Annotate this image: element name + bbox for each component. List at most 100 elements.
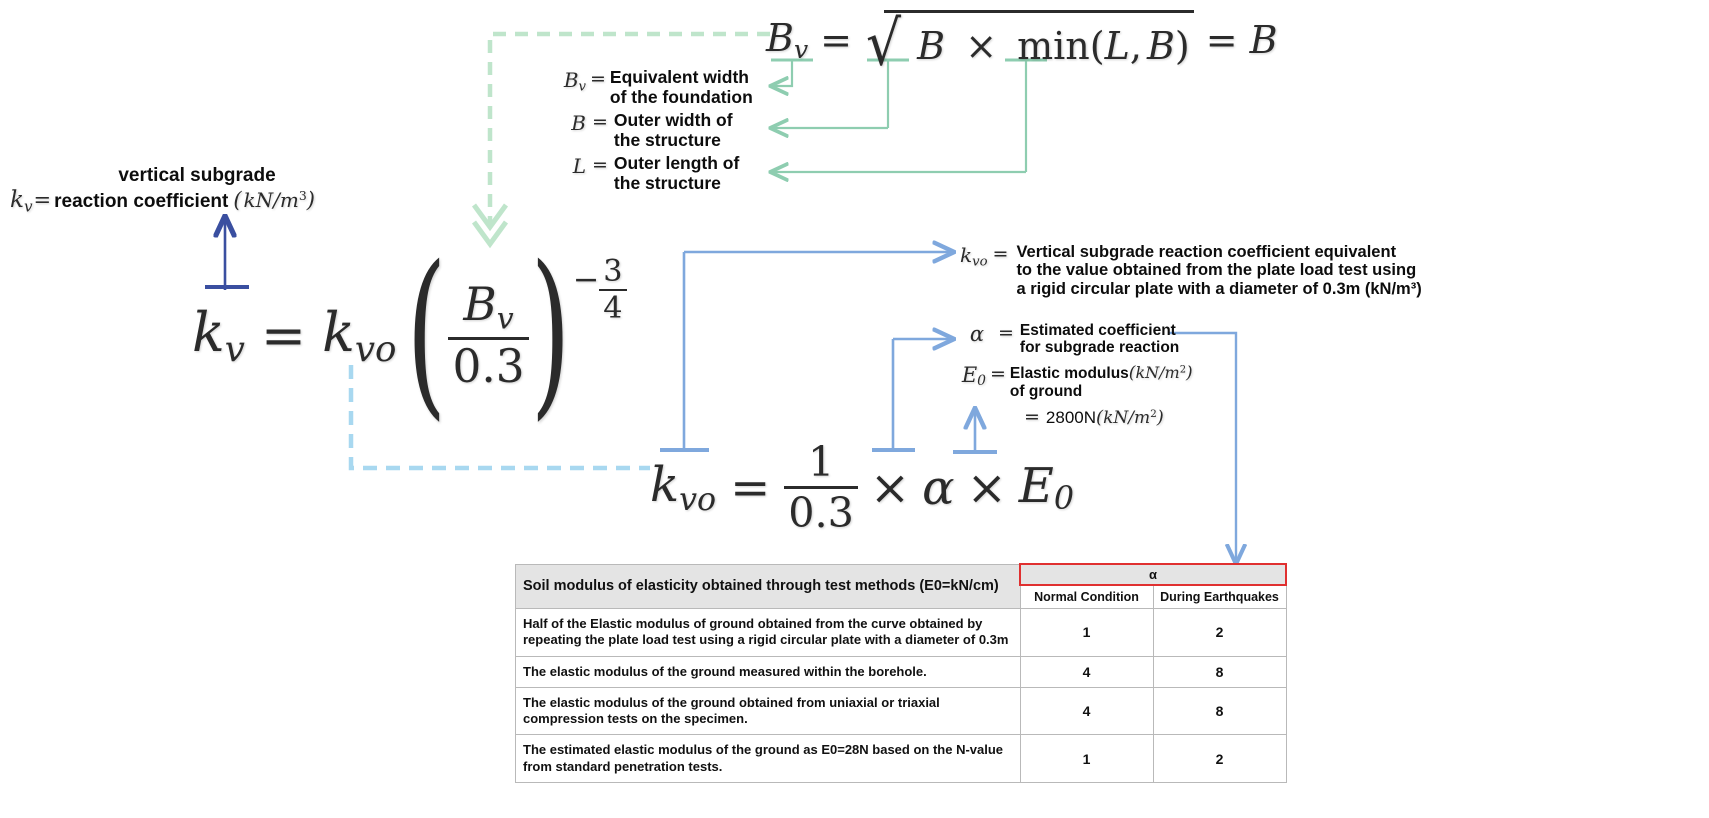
paren-close: ) <box>530 229 571 438</box>
e0-value-row: = 2800N ( kN/m2 ) <box>952 406 1193 428</box>
kvo-definition-line3: a rigid circular plate with a diameter o… <box>1016 279 1422 298</box>
kv-unit-close: ) <box>306 188 315 213</box>
bv-formula: Bv = √ B × min(L,B) = B <box>766 7 1278 79</box>
table-row: The elastic modulus of the ground measur… <box>515 655 1287 688</box>
kvo-formula-equals: = <box>730 459 771 516</box>
definition-bv-text: Equivalent width of the foundation <box>609 67 753 107</box>
square-root: √ B × min(L,B) <box>864 7 1194 79</box>
table-header-row-2: Normal Condition During Earthquakes <box>516 584 1287 609</box>
alpha-definition-equals: = <box>998 322 1014 344</box>
table-cell-earthquake: 8 <box>1152 686 1287 736</box>
paren-open: ( <box>406 229 447 438</box>
table-cell-earthquake: 8 <box>1152 655 1287 688</box>
table-cell-description: The elastic modulus of the ground measur… <box>515 655 1021 688</box>
e0-definition-row: E0 = Elastic modulus ( kN/m2 ) of ground <box>952 363 1193 400</box>
kvo-alpha: α <box>922 459 955 516</box>
radicand-b: B <box>917 24 946 68</box>
definition-b: B = Outer width of the structure <box>552 110 753 150</box>
definition-bv-equals: = <box>590 68 606 90</box>
e0-value-equals: = <box>1024 406 1040 429</box>
definition-b-symbol: B <box>571 111 586 136</box>
alpha-definition-symbol: α <box>969 322 985 346</box>
e0-unit-close: ) <box>1186 363 1193 383</box>
definition-b-text: Outer width of the structure <box>613 110 733 150</box>
kv-unit: kN/m3 <box>243 188 307 213</box>
bv-formula-lhs: Bv <box>766 15 809 64</box>
table-header-normal-condition: Normal Condition <box>1019 584 1154 609</box>
kvo-definition-equals: = <box>992 243 1009 265</box>
min-close-paren: ) <box>1174 24 1190 68</box>
radicand: B × min(L,B) <box>913 24 1194 68</box>
alpha-coefficient-table: Soil modulus of elasticity obtained thro… <box>515 563 1287 783</box>
alpha-definition-text: Estimated coefficient for subgrade react… <box>1020 322 1179 357</box>
main-formula-kvo: kvo <box>322 301 397 370</box>
bv-over-03-fraction: Bv 0.3 <box>448 278 529 393</box>
table-cell-normal: 4 <box>1019 655 1154 688</box>
e0-unit-open: ( <box>1128 363 1136 383</box>
table-cell-earthquake: 2 <box>1152 608 1287 657</box>
table-cell-earthquake: 2 <box>1152 734 1287 783</box>
one-over-03-fraction: 1 0.3 <box>784 438 858 537</box>
e0-definition-symbol: E0 <box>961 363 986 390</box>
exponent-denominator: 4 <box>599 289 627 326</box>
definition-l-equals: = <box>592 154 608 177</box>
table-header-alpha: α <box>1019 563 1287 586</box>
kvo-times-2: × <box>966 459 1007 516</box>
kvo-fraction-denominator: 0.3 <box>784 486 858 537</box>
table-cell-normal: 1 <box>1019 608 1154 657</box>
table-body: Half of the Elastic modulus of ground ob… <box>515 608 1287 783</box>
definition-b-equals: = <box>592 111 608 134</box>
e0-value-unit-open: ( <box>1096 407 1104 429</box>
exponent-numerator: 3 <box>603 254 623 289</box>
e0-definition-equals: = <box>990 363 1006 385</box>
kvo-times-1: × <box>869 459 911 516</box>
main-formula: kv = kvo ( Bv 0.3 ) − 3 4 <box>192 229 627 438</box>
blue-connector-kvo <box>660 252 952 452</box>
e0-definition-line1: Elastic modulus <box>1009 365 1129 382</box>
e0-value-unit: kN/m2 <box>1103 408 1157 429</box>
times-sign: × <box>965 24 998 68</box>
kv-label-symbol: kv <box>10 187 33 216</box>
main-formula-equals: = <box>260 304 307 367</box>
min-arg-b: B <box>1146 24 1175 68</box>
blue-connector-alpha <box>872 339 952 452</box>
e0-definition-text: Elastic modulus ( kN/m2 ) of ground <box>1010 363 1193 400</box>
main-formula-lhs: kv <box>192 301 245 370</box>
table-cell-description: The elastic modulus of the ground obtain… <box>515 686 1021 736</box>
e0-value-unit-close: ) <box>1156 407 1164 429</box>
kvo-definition-block: kvo = Vertical subgrade reaction coeffic… <box>960 243 1422 298</box>
kv-label-line1: vertical subgrade <box>118 165 276 186</box>
definition-l-symbol: L <box>572 154 586 179</box>
exponent-block: − 3 4 <box>573 254 627 326</box>
e0-definition-line2: of ground <box>1009 383 1083 400</box>
kv-label-line2: reaction coefficient <box>54 191 229 213</box>
bv-result-equals: = <box>1205 18 1238 62</box>
fraction-numerator: Bv <box>463 278 514 337</box>
table-header-description: Soil modulus of elasticity obtained thro… <box>515 563 1021 609</box>
green-connector-l <box>772 58 1047 172</box>
radical-bar <box>883 10 1194 13</box>
alpha-definition-line2: for subgrade reaction <box>1019 339 1180 357</box>
definition-bv: Bv = Equivalent width of the foundation <box>552 67 753 107</box>
bv-formula-equals: = <box>820 18 852 62</box>
e0-definition-block: E0 = Elastic modulus ( kN/m2 ) of ground… <box>952 363 1193 428</box>
kvo-definition-text: Vertical subgrade reaction coefficient e… <box>1016 243 1421 298</box>
min-arg-l: L <box>1104 24 1130 68</box>
table-header-during-earthquakes: During Earthquakes <box>1152 584 1287 609</box>
kvo-definition-line1: Vertical subgrade reaction coefficient e… <box>1016 243 1397 261</box>
kvo-definition-symbol: kvo <box>960 243 988 270</box>
table-cell-normal: 1 <box>1019 734 1154 783</box>
alpha-definition-block: α = Estimated coefficient for subgrade r… <box>962 322 1179 357</box>
definition-bv-symbol: Bv <box>563 68 586 95</box>
kvo-e0: E0 <box>1018 458 1074 517</box>
definition-l-text: Outer length of the structure <box>613 153 740 193</box>
table-row: Half of the Elastic modulus of ground ob… <box>515 608 1287 657</box>
table-cell-normal: 4 <box>1019 686 1154 736</box>
green-dashed-arrowhead <box>471 203 509 249</box>
table-cell-description: Half of the Elastic modulus of ground ob… <box>515 608 1021 657</box>
min-comma: , <box>1129 24 1142 68</box>
table-cell-description: The estimated elastic modulus of the gro… <box>515 734 1021 783</box>
definition-l: L = Outer length of the structure <box>552 154 753 193</box>
kvo-definition-line2: to the value obtained from the plate loa… <box>1016 261 1417 280</box>
